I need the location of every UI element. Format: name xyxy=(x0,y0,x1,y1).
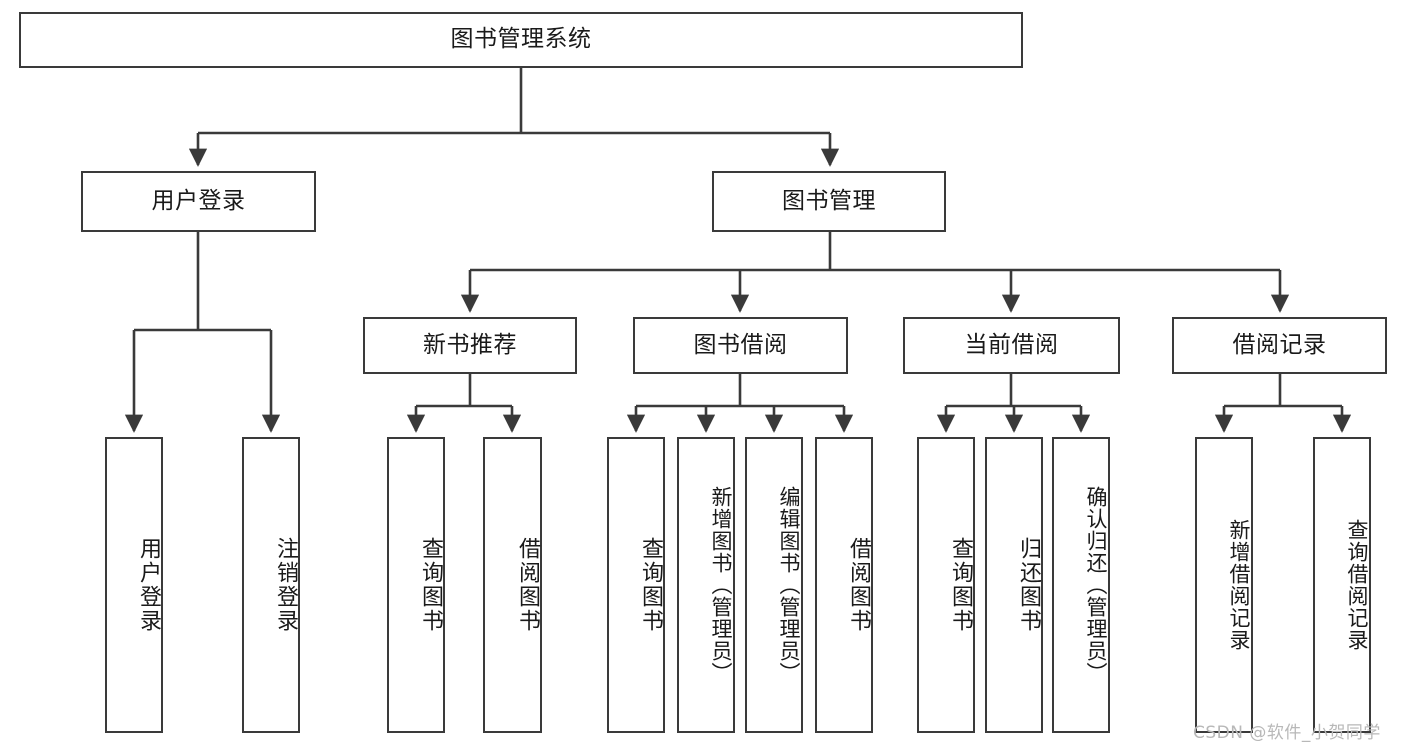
node-leaf-borrow-book-rec[interactable]: 借阅图书 xyxy=(483,437,542,733)
node-book-management[interactable]: 图书管理 xyxy=(712,171,946,232)
node-new-book-recommendation[interactable]: 新书推荐 xyxy=(363,317,577,374)
node-leaf-user-login[interactable]: 用户登录 xyxy=(105,437,163,733)
node-leaf-add-book-admin[interactable]: 新增图书（管理员） xyxy=(677,437,735,733)
node-book-borrow[interactable]: 图书借阅 xyxy=(633,317,848,374)
node-leaf-query-book-rec[interactable]: 查询图书 xyxy=(387,437,445,733)
node-leaf-confirm-return-admin[interactable]: 确认归还（管理员） xyxy=(1052,437,1110,733)
node-leaf-add-borrow-record[interactable]: 新增借阅记录 xyxy=(1195,437,1253,733)
node-root-system[interactable]: 图书管理系统 xyxy=(19,12,1023,68)
node-leaf-logout[interactable]: 注销登录 xyxy=(242,437,300,733)
node-borrow-record[interactable]: 借阅记录 xyxy=(1172,317,1387,374)
node-leaf-edit-book-admin[interactable]: 编辑图书（管理员） xyxy=(745,437,803,733)
node-leaf-query-borrow-record[interactable]: 查询借阅记录 xyxy=(1313,437,1371,733)
node-leaf-borrow-book[interactable]: 借阅图书 xyxy=(815,437,873,733)
node-leaf-return-book[interactable]: 归还图书 xyxy=(985,437,1043,733)
node-user-login[interactable]: 用户登录 xyxy=(81,171,316,232)
node-leaf-query-book-current[interactable]: 查询图书 xyxy=(917,437,975,733)
node-leaf-query-book[interactable]: 查询图书 xyxy=(607,437,665,733)
csdn-watermark: CSDN @软件_小贺同学 xyxy=(1193,723,1381,743)
node-current-borrow[interactable]: 当前借阅 xyxy=(903,317,1120,374)
